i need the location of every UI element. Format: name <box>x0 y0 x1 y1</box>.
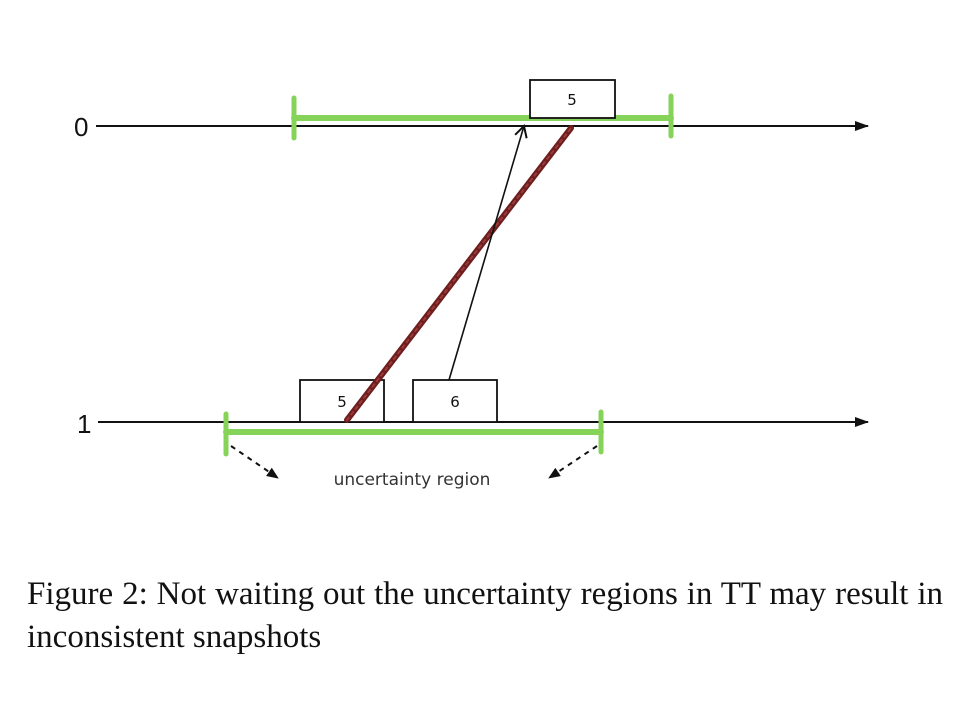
crossed-message-line <box>344 125 574 423</box>
figure-caption: Figure 2: Not waiting out the uncertaint… <box>27 576 943 655</box>
box-top-label: 5 <box>567 91 577 109</box>
timeline-1-label: 1 <box>77 409 91 439</box>
region-right-arrow <box>548 445 598 479</box>
uncertainty-region-label: uncertainty region <box>334 470 491 490</box>
box-top: 5 <box>529 79 616 119</box>
box-bottom-right-frame <box>412 379 498 423</box>
box-bottom-left-label: 5 <box>337 393 347 411</box>
uncertainty-interval-1 <box>223 409 604 457</box>
message-arrow <box>448 126 524 381</box>
timeline-0: 0 <box>74 112 869 142</box>
region-left-arrow <box>230 445 279 479</box>
box-bottom-right: 6 <box>412 379 498 423</box>
timeline-0-label: 0 <box>74 112 88 142</box>
diagram: 0 5 1 5 6 uncertainty region <box>74 79 869 490</box>
box-top-frame <box>529 79 616 119</box>
box-bottom-right-label: 6 <box>450 393 460 411</box>
